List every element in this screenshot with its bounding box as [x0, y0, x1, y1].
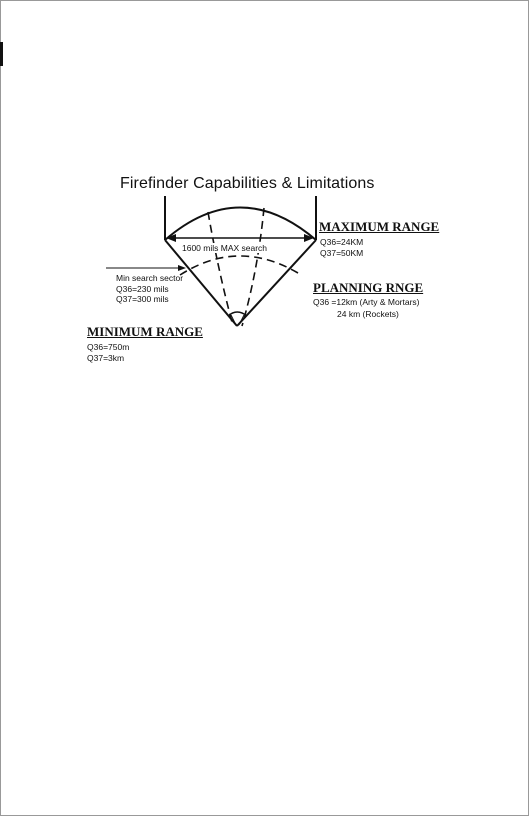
maximum-range-arc	[164, 206, 317, 241]
min-search-sector-label: Min search sector	[116, 273, 184, 283]
minimum-range-q36: Q36=750m	[87, 342, 130, 352]
minimum-range-arc	[227, 311, 248, 317]
minimum-range-heading: MINIMUM RANGE	[87, 324, 203, 339]
planning-range-rockets: 24 km (Rockets)	[337, 309, 399, 319]
max-search-label: 1600 mils MAX search	[181, 243, 269, 253]
min-sector-left-line	[207, 211, 234, 327]
planning-range-arc	[179, 255, 299, 276]
maximum-range-heading: MAXIMUM RANGE	[319, 219, 440, 234]
min-sector-pointer-arrowhead	[178, 265, 186, 271]
planning-range-heading: PLANNING RNGE	[313, 280, 424, 295]
max-search-arrowhead-right	[304, 234, 314, 242]
fan-left-edge	[164, 239, 238, 327]
maximum-range-q36: Q36=24KM	[320, 237, 364, 247]
min-search-sector-q37: Q37=300 mils	[116, 294, 169, 304]
maximum-range-q37: Q37=50KM	[320, 248, 364, 258]
diagram-title: Firefinder Capabilities & Limitations	[120, 175, 375, 192]
min-search-sector-q36: Q36=230 mils	[116, 284, 169, 294]
apex-tick-left	[230, 314, 237, 326]
minimum-range-q37: Q37=3km	[87, 353, 125, 363]
planning-range-q36: Q36 =12km (Arty & Mortars)	[313, 297, 420, 307]
fan-right-edge	[236, 239, 317, 327]
max-search-arrowhead-left	[166, 234, 176, 242]
apex-tick-right	[238, 314, 245, 326]
edge-mark	[0, 42, 3, 66]
